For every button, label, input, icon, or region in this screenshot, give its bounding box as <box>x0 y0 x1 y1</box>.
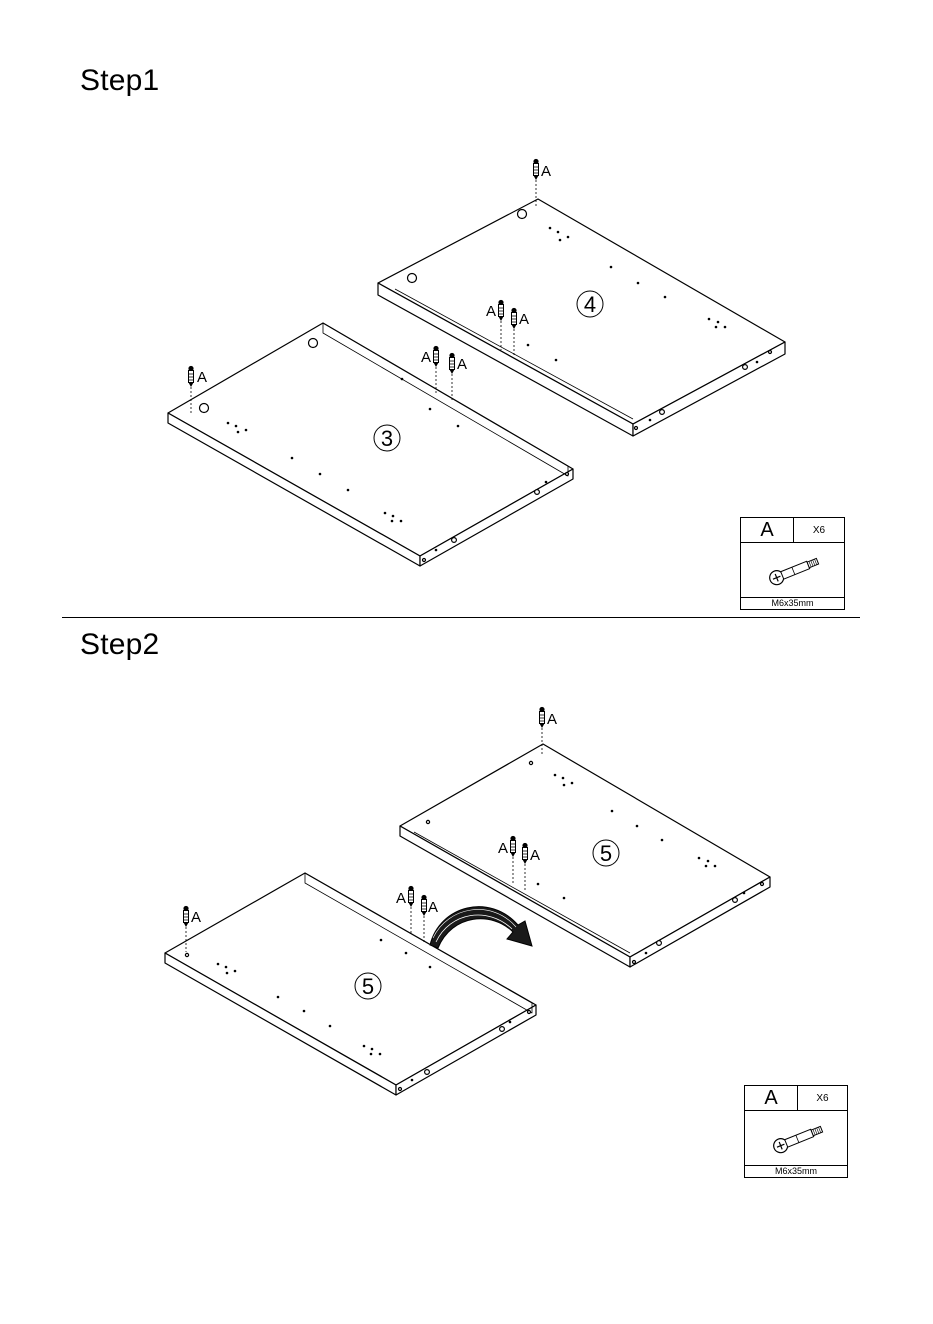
fitting-label: A <box>530 847 540 864</box>
fitting-label: A <box>421 349 431 366</box>
fitting-label: A <box>197 369 207 386</box>
hardware-size: M6x35mm <box>741 598 844 609</box>
hardware-box-step2: A X6 M6x35mm <box>744 1085 848 1178</box>
hardware-quantity: X6 <box>794 518 844 542</box>
part-number-5-lower: 5 <box>362 974 374 999</box>
fitting-label: A <box>486 303 496 320</box>
fitting-label: A <box>396 890 406 907</box>
hardware-letter: A <box>741 518 794 542</box>
fitting-label: A <box>519 311 529 328</box>
part-number-5-upper: 5 <box>600 841 612 866</box>
hardware-letter: A <box>745 1086 798 1110</box>
hardware-size: M6x35mm <box>745 1166 847 1177</box>
cam-bolt-icon <box>745 1111 847 1165</box>
fitting-label: A <box>547 711 557 728</box>
panel-5-upper <box>400 744 770 967</box>
fitting-label: A <box>541 163 551 180</box>
part-number-4: 4 <box>584 292 596 317</box>
hardware-quantity: X6 <box>798 1086 847 1110</box>
curved-arrow-icon <box>430 907 532 948</box>
fitting-label: A <box>498 840 508 857</box>
hardware-box-step1: A X6 M6x35mm <box>740 517 845 610</box>
cam-bolt-icon <box>741 543 844 597</box>
fitting-label: A <box>457 356 467 373</box>
part-number-3: 3 <box>381 426 393 451</box>
fitting-label: A <box>428 899 438 916</box>
fitting-label: A <box>191 909 201 926</box>
